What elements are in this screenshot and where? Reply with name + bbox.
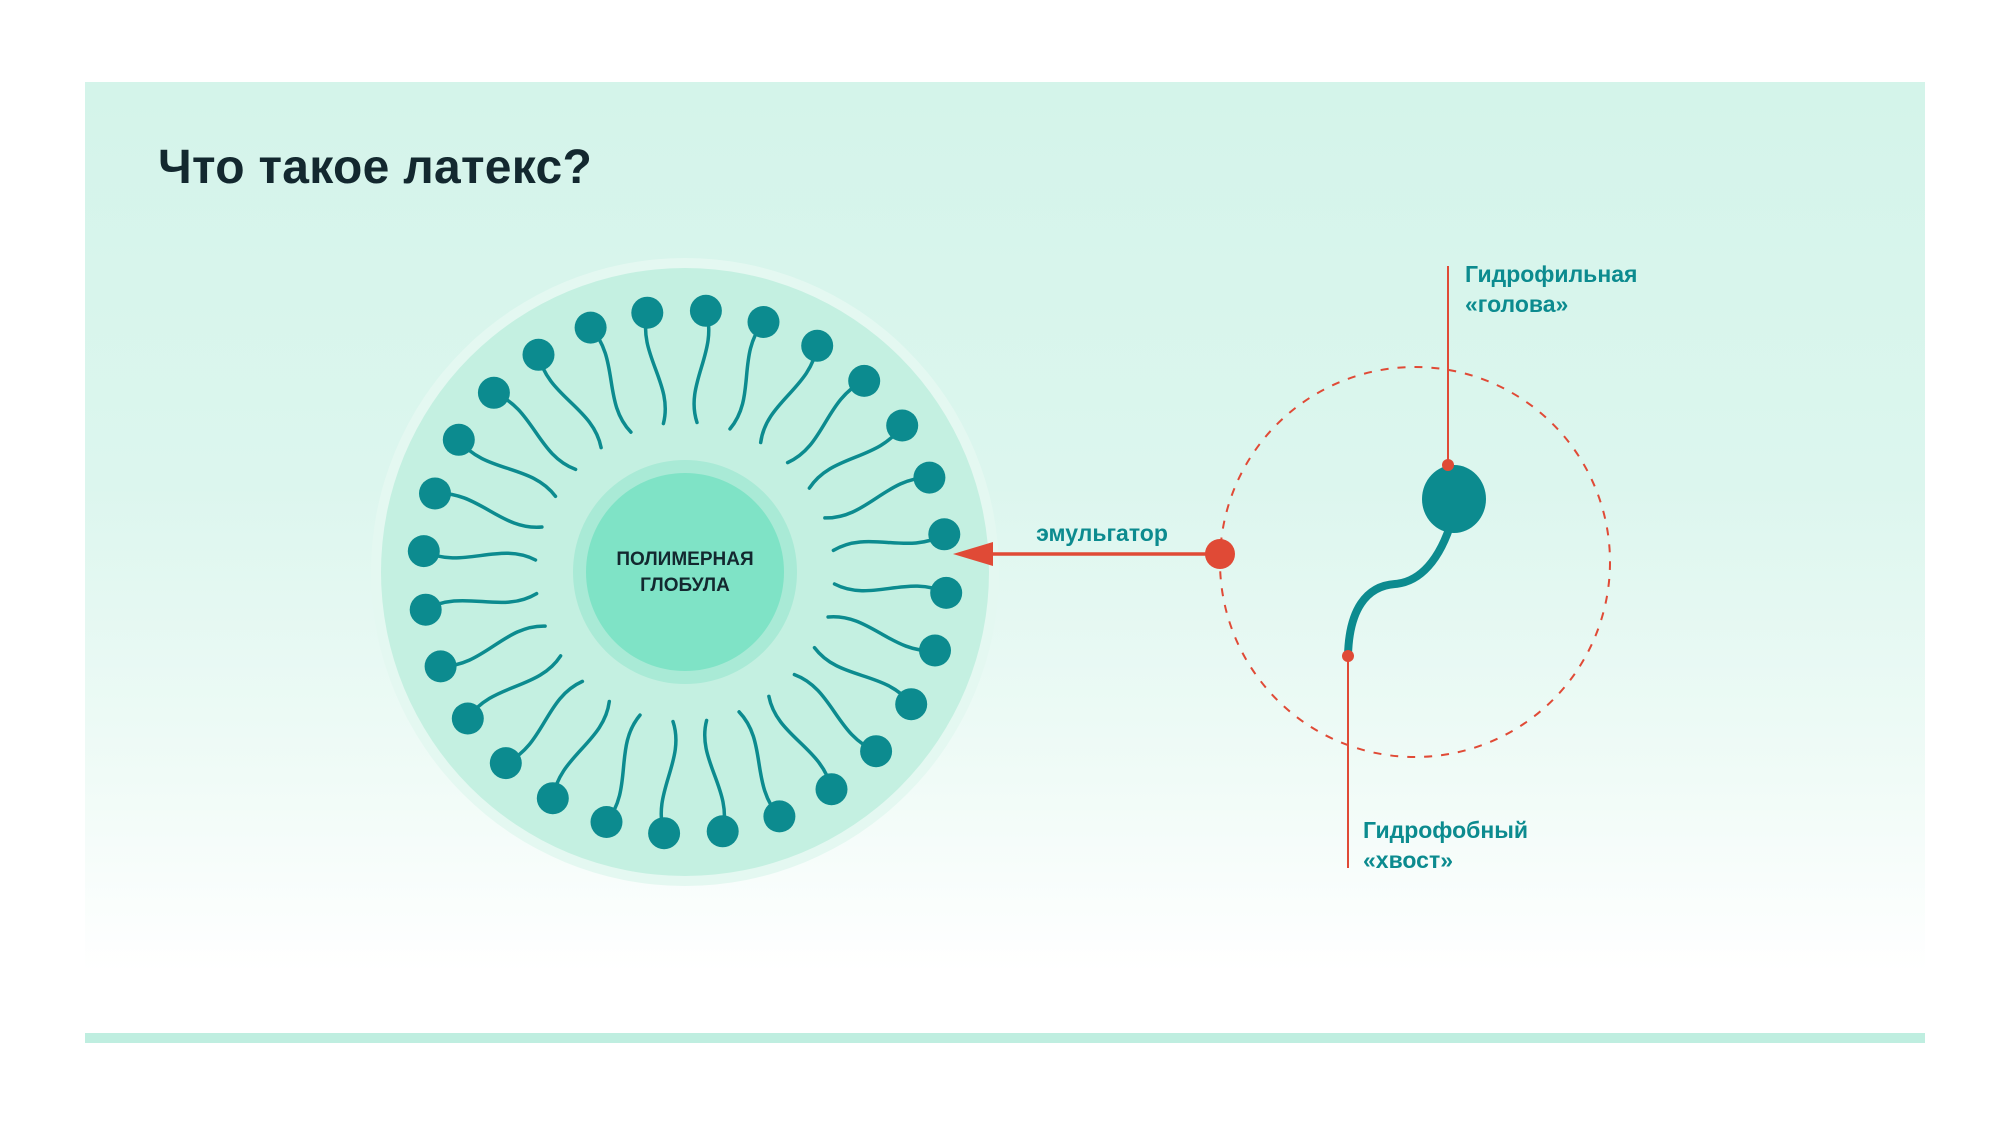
polymer-globule bbox=[586, 473, 784, 671]
surfactant-head bbox=[689, 294, 722, 327]
surfactant-head bbox=[536, 782, 569, 815]
surfactant-head bbox=[848, 364, 881, 397]
surfactant-head bbox=[419, 477, 451, 510]
surfactant-head bbox=[886, 409, 919, 442]
surfactant-head bbox=[407, 535, 440, 568]
surfactant-head bbox=[919, 634, 951, 667]
surfactant-head bbox=[763, 800, 796, 833]
micelle: ПОЛИМЕРНАЯ ГЛОБУЛА bbox=[371, 258, 999, 886]
surfactant-head bbox=[913, 461, 946, 494]
surfactant-head bbox=[747, 306, 780, 338]
bottom-accent-bar bbox=[85, 1033, 1925, 1043]
molecule-tail bbox=[1344, 516, 1456, 660]
surfactant-head bbox=[801, 329, 834, 362]
globule-label-line1: ПОЛИМЕРНАЯ bbox=[616, 549, 753, 570]
surfactant-head bbox=[631, 296, 664, 329]
emulsifier-arrow: эмульгатор bbox=[953, 520, 1235, 569]
head-label-line2: «голова» bbox=[1465, 291, 1568, 317]
molecule-head bbox=[1422, 465, 1486, 533]
surfactant-head bbox=[424, 650, 457, 683]
tail-pointer-dot bbox=[1342, 650, 1354, 662]
surfactant-molecules bbox=[407, 294, 963, 850]
arrow-head bbox=[953, 542, 993, 566]
enlarged-molecule: Гидрофильная «голова» Гидрофобный «хвост… bbox=[1219, 261, 1637, 873]
page-title: Что такое латекс? bbox=[158, 141, 593, 194]
surfactant-head bbox=[590, 806, 623, 838]
surfactant-head bbox=[928, 518, 961, 551]
globule-label-line2: ГЛОБУЛА bbox=[640, 575, 730, 596]
head-label-line1: Гидрофильная bbox=[1465, 261, 1637, 287]
surfactant-head bbox=[451, 702, 484, 735]
surfactant-head bbox=[648, 817, 681, 850]
surfactant-head bbox=[860, 735, 893, 768]
surfactant-head bbox=[895, 688, 928, 721]
emulsifier-label: эмульгатор bbox=[1036, 520, 1168, 546]
surfactant-head bbox=[706, 815, 739, 848]
head-pointer-dot bbox=[1442, 459, 1454, 471]
surfactant-head bbox=[409, 593, 442, 626]
surfactant-head bbox=[442, 423, 475, 456]
zoom-circle bbox=[1219, 366, 1611, 758]
surfactant-head bbox=[574, 311, 607, 344]
surfactant-head bbox=[815, 773, 848, 806]
surfactant-head bbox=[477, 376, 510, 409]
surfactant-head bbox=[522, 338, 555, 371]
tail-label-line1: Гидрофобный bbox=[1363, 817, 1528, 843]
surfactant-head bbox=[489, 747, 522, 780]
tail-label-line2: «хвост» bbox=[1363, 847, 1453, 873]
arrow-origin-dot bbox=[1205, 539, 1235, 569]
surfactant-head bbox=[930, 576, 963, 609]
